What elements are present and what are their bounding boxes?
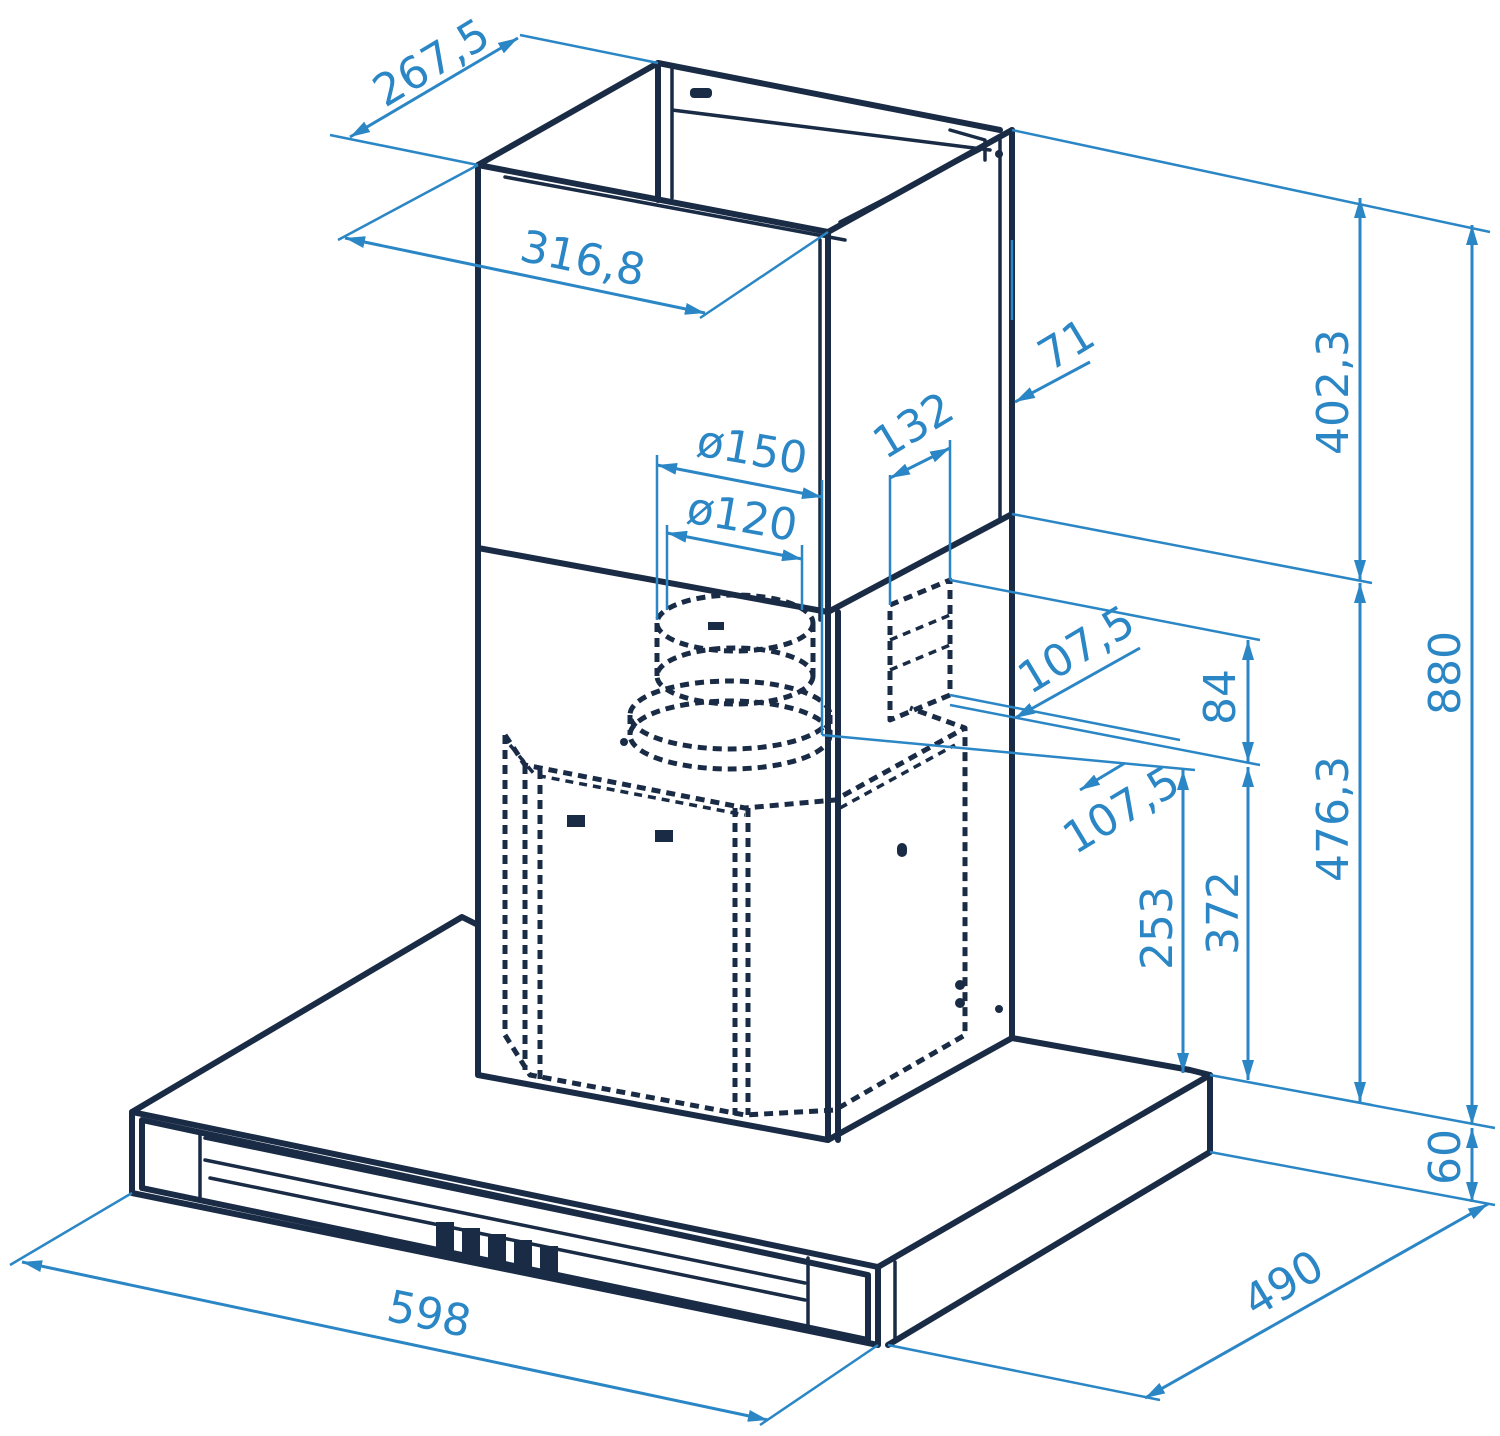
hood-outline — [129, 60, 1213, 1348]
canopy — [129, 914, 1213, 1348]
dim-line-side-top — [1014, 646, 1141, 720]
dim-line-side-width — [889, 446, 951, 480]
label-motor-height-b: 372 — [1198, 871, 1249, 955]
label-chimney-width: 316,8 — [516, 221, 650, 297]
label-lower-body-height: 476,3 — [1308, 756, 1359, 882]
extension-lines — [9, 33, 1496, 1427]
label-upper-chimney-height: 402,3 — [1308, 329, 1359, 455]
dim-line-side-offset — [1014, 360, 1091, 404]
label-canopy-width: 598 — [383, 1281, 476, 1348]
label-side-opening-height: 84 — [1195, 669, 1246, 725]
label-side-opening-width: 132 — [864, 382, 962, 469]
dim-line-canopy-depth — [1144, 1202, 1489, 1400]
chimney-lower — [475, 511, 1015, 1143]
label-motor-height-a: 253 — [1132, 886, 1183, 970]
dim-line-outlet-inner — [666, 530, 803, 562]
label-side-opening-offset: 71 — [1029, 309, 1103, 382]
label-canopy-height: 60 — [1420, 1129, 1471, 1185]
dim-line-side-bottom — [1079, 761, 1126, 792]
dimension-labels: 267,5 316,8 ø150 ø120 132 71 107,5 107,5… — [364, 9, 1471, 1348]
label-chimney-depth: 267,5 — [364, 9, 498, 118]
dimension-lines — [21, 36, 1489, 1422]
label-total-height: 880 — [1420, 631, 1471, 715]
label-side-opening-from-top: 107,5 — [1009, 596, 1143, 705]
dim-line-chimney-width — [344, 236, 706, 315]
label-outlet-inner-diameter: ø120 — [683, 483, 801, 552]
label-side-opening-from-bottom: 107,5 — [1054, 756, 1188, 865]
dim-line-chimney-depth — [349, 36, 519, 139]
dim-line-canopy-width — [21, 1260, 769, 1422]
dim-line-outlet-outer — [656, 462, 823, 500]
hidden-motor-housing — [502, 577, 968, 1118]
label-canopy-depth: 490 — [1234, 1240, 1332, 1327]
